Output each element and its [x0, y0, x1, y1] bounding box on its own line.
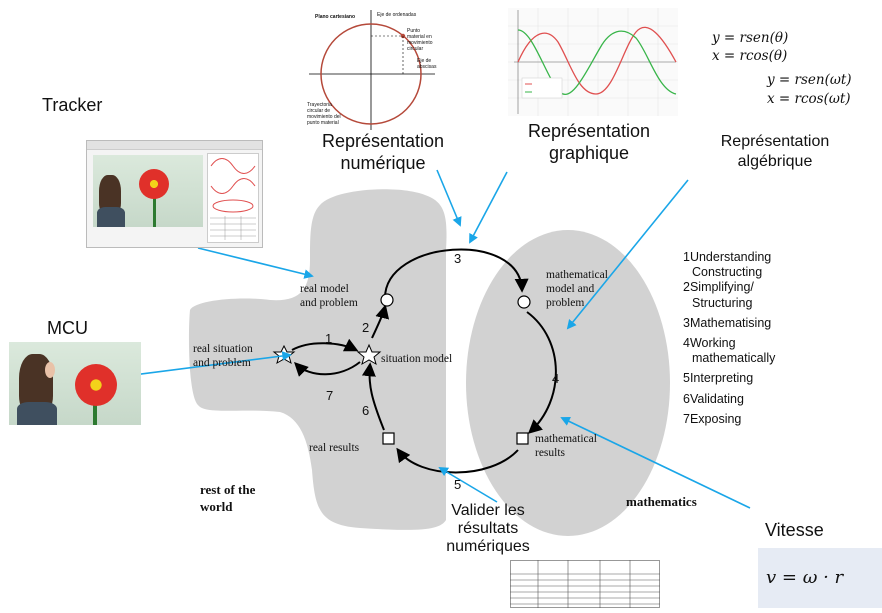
step-number-7: 7 — [326, 388, 334, 403]
mcu-photo — [9, 342, 141, 425]
real-model-node — [380, 293, 394, 307]
list-item: 3Mathematising — [683, 315, 772, 330]
equation-3: y = rsen(ωt) — [767, 72, 852, 88]
mathematics-region — [466, 230, 670, 536]
arrow-7 — [294, 361, 361, 377]
equation-2: x = rcos(θ) — [712, 48, 788, 64]
rest-of-world-region — [188, 189, 447, 530]
list-item-continued: mathematically — [692, 351, 776, 366]
list-item: 7Exposing — [683, 411, 742, 426]
real-results-label: real results — [309, 442, 360, 454]
math-results-node — [516, 432, 529, 445]
math-model-node — [517, 295, 531, 309]
tracker-label: Tracker — [42, 95, 103, 115]
step-number-5: 5 — [454, 477, 462, 492]
step-number-1: 1 — [325, 331, 333, 346]
cartesian-circle-plot: Plano cartesiano Eje de ordenadas Punto … — [307, 10, 437, 130]
list-item: 6Validating — [683, 391, 744, 406]
arrow-2 — [371, 304, 390, 339]
situation-model-label: situation model — [381, 353, 453, 365]
velocity-formula-box: v = ω · r — [758, 548, 882, 608]
steps-list: 1Understanding Constructing 2Simplifying… — [683, 250, 775, 427]
list-item: 2Simplifying/ — [683, 280, 754, 295]
arrow-5 — [396, 447, 519, 474]
list-item: 5Interpreting — [683, 371, 754, 386]
arrow-4 — [526, 311, 557, 434]
tracker-screenshot — [86, 140, 263, 248]
arrow-1 — [291, 338, 359, 352]
list-item-continued: Constructing — [692, 265, 763, 280]
vitesse-label: Vitesse — [765, 520, 824, 540]
mcu-label: MCU — [47, 318, 88, 338]
list-item: 1Understanding — [683, 250, 772, 264]
equation-1: y = rsen(θ) — [712, 30, 789, 46]
step-number-4: 4 — [552, 371, 560, 386]
list-item: 4Working — [683, 336, 736, 351]
sine-graph — [508, 8, 678, 116]
situation-model-star — [356, 343, 382, 366]
step-number-2: 2 — [362, 320, 370, 335]
arrow-3 — [384, 248, 529, 299]
equation-4: x = rcos(ωt) — [767, 91, 851, 107]
mathematics-label: mathematics — [626, 494, 697, 509]
list-item-continued: Structuring — [692, 295, 753, 310]
arrow-6 — [361, 362, 385, 431]
results-table-thumbnail — [510, 560, 660, 608]
velocity-formula: v = ω · r — [766, 567, 844, 588]
step-number-6: 6 — [362, 403, 370, 418]
step-number-3: 3 — [454, 251, 462, 266]
real-results-node — [382, 432, 395, 445]
